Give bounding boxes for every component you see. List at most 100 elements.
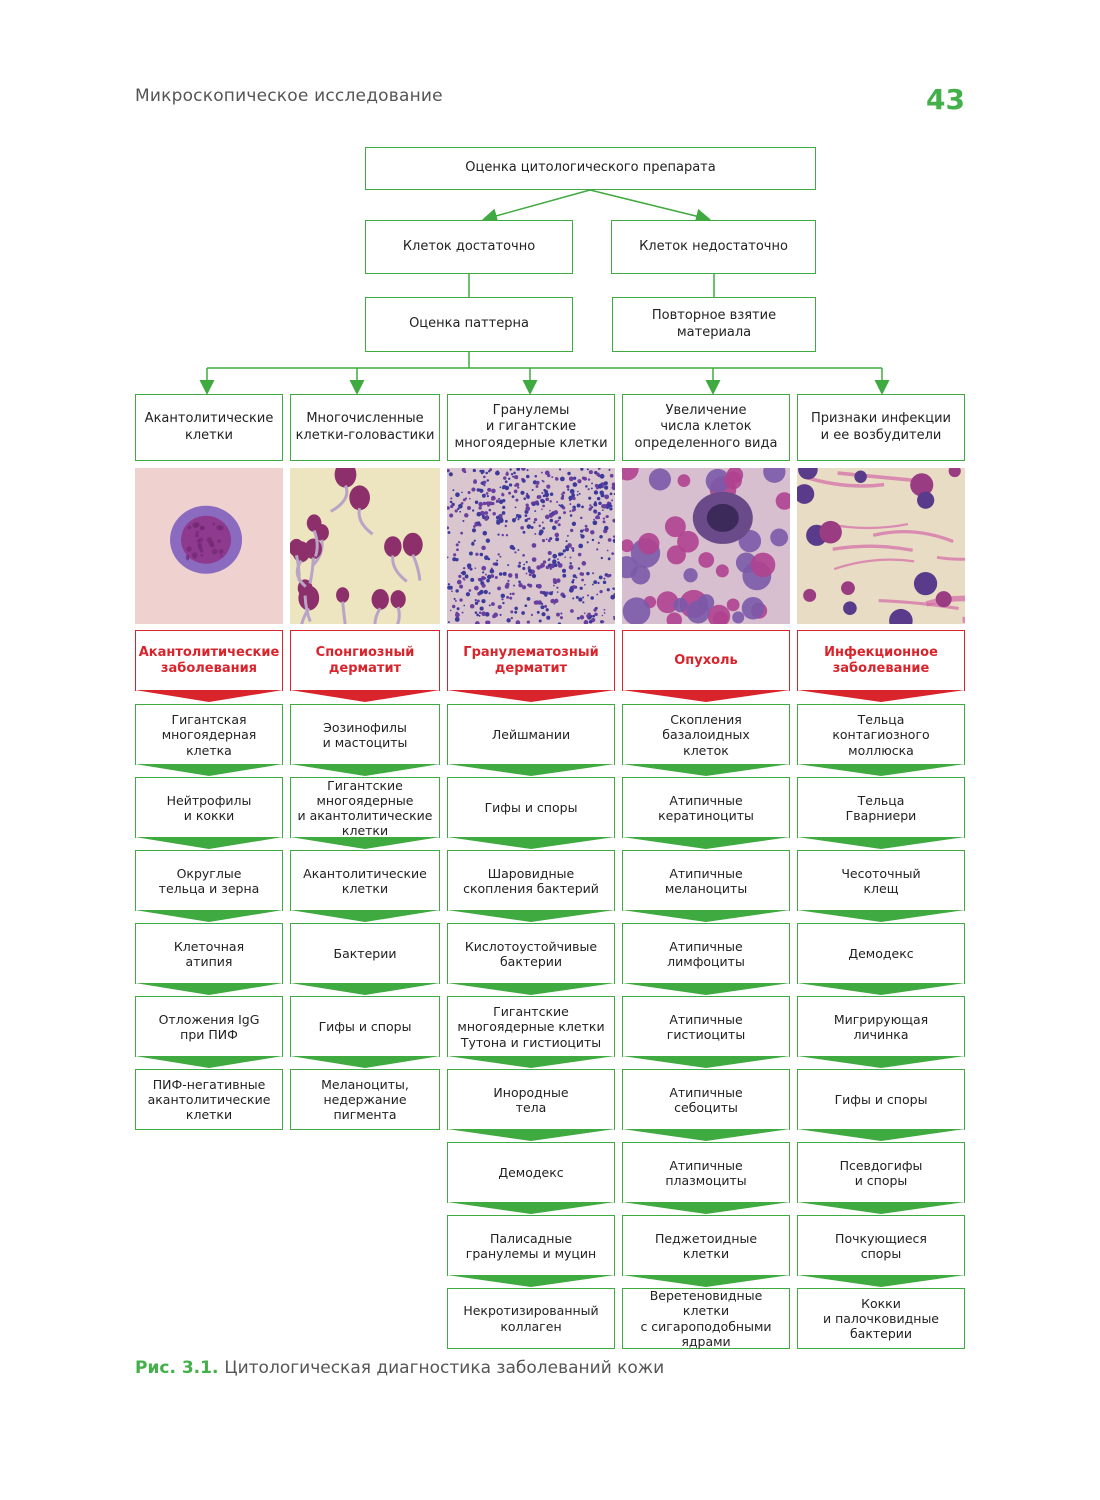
finding-arrow	[447, 764, 615, 776]
finding-arrow	[290, 1056, 440, 1068]
disease-arrow	[622, 690, 790, 702]
finding-item: Мигрирующая личинка	[797, 996, 965, 1057]
finding-arrow	[290, 983, 440, 995]
page-number: 43	[926, 83, 965, 116]
finding-item: Инородные тела	[447, 1069, 615, 1130]
finding-item: Эозинофилы и мастоциты	[290, 704, 440, 765]
micrograph-image	[135, 468, 283, 624]
disease-arrow	[447, 690, 615, 702]
finding-arrow	[135, 910, 283, 922]
resample-box: Повторное взятие материала	[612, 297, 816, 352]
finding-arrow	[797, 837, 965, 849]
finding-item: Гифы и споры	[797, 1069, 965, 1130]
finding-item: Кислотоустойчивые бактерии	[447, 923, 615, 984]
finding-item: Атипичные меланоциты	[622, 850, 790, 911]
micrograph-image	[622, 468, 790, 624]
finding-arrow	[797, 764, 965, 776]
finding-item: Демодекс	[447, 1142, 615, 1203]
finding-item: Гигантские многоядерные клетки Тутона и …	[447, 996, 615, 1057]
finding-item: Атипичные гистиоциты	[622, 996, 790, 1057]
finding-item: Отложения IgG при ПИФ	[135, 996, 283, 1057]
finding-item: Шаровидные скопления бактерий	[447, 850, 615, 911]
finding-item: Гигантская многоядерная клетка	[135, 704, 283, 765]
finding-arrow	[135, 1056, 283, 1068]
finding-arrow	[447, 910, 615, 922]
assess-preparation-box: Оценка цитологического препарата	[365, 147, 816, 190]
finding-item: Атипичные кератиноциты	[622, 777, 790, 838]
finding-arrow	[797, 1129, 965, 1141]
finding-arrow	[797, 910, 965, 922]
pattern-box: Признаки инфекции и ее возбудители	[797, 394, 965, 461]
finding-item: Чесоточный клещ	[797, 850, 965, 911]
pattern-box: Гранулемы и гигантские многоядерные клет…	[447, 394, 615, 461]
finding-item: Атипичные плазмоциты	[622, 1142, 790, 1203]
finding-item: Клеточная атипия	[135, 923, 283, 984]
finding-arrow	[290, 837, 440, 849]
finding-item: Атипичные лимфоциты	[622, 923, 790, 984]
finding-arrow	[797, 1275, 965, 1287]
finding-item: Веретеновидные клетки с сигароподобными …	[622, 1288, 790, 1349]
pattern-box: Акантолитические клетки	[135, 394, 283, 461]
figure-title: Цитологическая диагностика заболеваний к…	[224, 1358, 665, 1378]
finding-item: Округлые тельца и зерна	[135, 850, 283, 911]
micrograph-image	[797, 468, 965, 624]
finding-arrow	[290, 910, 440, 922]
finding-arrow	[447, 1202, 615, 1214]
finding-arrow	[447, 1129, 615, 1141]
finding-item: Нейтрофилы и кокки	[135, 777, 283, 838]
finding-arrow	[622, 1202, 790, 1214]
finding-arrow	[447, 1275, 615, 1287]
disease-arrow	[135, 690, 283, 702]
finding-item: Некротизированный коллаген	[447, 1288, 615, 1349]
finding-arrow	[622, 1275, 790, 1287]
disease-arrow	[290, 690, 440, 702]
finding-arrow	[447, 1056, 615, 1068]
not-enough-cells-box: Клеток недостаточно	[611, 220, 816, 274]
finding-arrow	[447, 983, 615, 995]
finding-item: Гигантские многоядерные и акантолитическ…	[290, 777, 440, 838]
finding-item: Псевдогифы и споры	[797, 1142, 965, 1203]
figure-caption: Рис. 3.1.Цитологическая диагностика забо…	[135, 1358, 664, 1378]
finding-arrow	[797, 1056, 965, 1068]
finding-item: ПИФ-негативные акантолитические клетки	[135, 1069, 283, 1130]
finding-arrow	[622, 837, 790, 849]
finding-item: Почкующиеся споры	[797, 1215, 965, 1276]
micrograph-image	[290, 468, 440, 624]
finding-item: Скопления базалоидных клеток	[622, 704, 790, 765]
finding-item: Кокки и палочковидные бактерии	[797, 1288, 965, 1349]
finding-arrow	[797, 1202, 965, 1214]
finding-item: Атипичные себоциты	[622, 1069, 790, 1130]
finding-arrow	[622, 764, 790, 776]
disease-box: Инфекционное заболевание	[797, 630, 965, 691]
pattern-box: Многочисленные клетки-головастики	[290, 394, 440, 461]
finding-item: Акантолитические клетки	[290, 850, 440, 911]
disease-box: Спонгиозный дерматит	[290, 630, 440, 691]
finding-arrow	[135, 983, 283, 995]
flow-connectors	[199, 189, 890, 395]
finding-arrow	[135, 764, 283, 776]
finding-item: Демодекс	[797, 923, 965, 984]
pattern-box: Увеличение числа клеток определенного ви…	[622, 394, 790, 461]
finding-arrow	[622, 1056, 790, 1068]
disease-box: Гранулематозный дерматит	[447, 630, 615, 691]
finding-item: Лейшмании	[447, 704, 615, 765]
finding-item: Тельца контагиозного моллюска	[797, 704, 965, 765]
disease-box: Акантолитические заболевания	[135, 630, 283, 691]
finding-arrow	[447, 837, 615, 849]
finding-arrow	[622, 983, 790, 995]
finding-item: Палисадные гранулемы и муцин	[447, 1215, 615, 1276]
finding-arrow	[797, 983, 965, 995]
finding-arrow	[135, 837, 283, 849]
finding-item: Педжетоидные клетки	[622, 1215, 790, 1276]
finding-item: Тельца Гварниери	[797, 777, 965, 838]
disease-box: Опухоль	[622, 630, 790, 691]
finding-item: Гифы и споры	[447, 777, 615, 838]
pattern-assessment-box: Оценка паттерна	[365, 297, 573, 352]
finding-arrow	[622, 910, 790, 922]
enough-cells-box: Клеток достаточно	[365, 220, 573, 274]
finding-arrow	[622, 1129, 790, 1141]
running-title: Микроскопическое исследование	[135, 86, 443, 106]
finding-item: Гифы и споры	[290, 996, 440, 1057]
micrograph-image	[447, 468, 615, 624]
figure-label: Рис. 3.1.	[135, 1358, 219, 1378]
